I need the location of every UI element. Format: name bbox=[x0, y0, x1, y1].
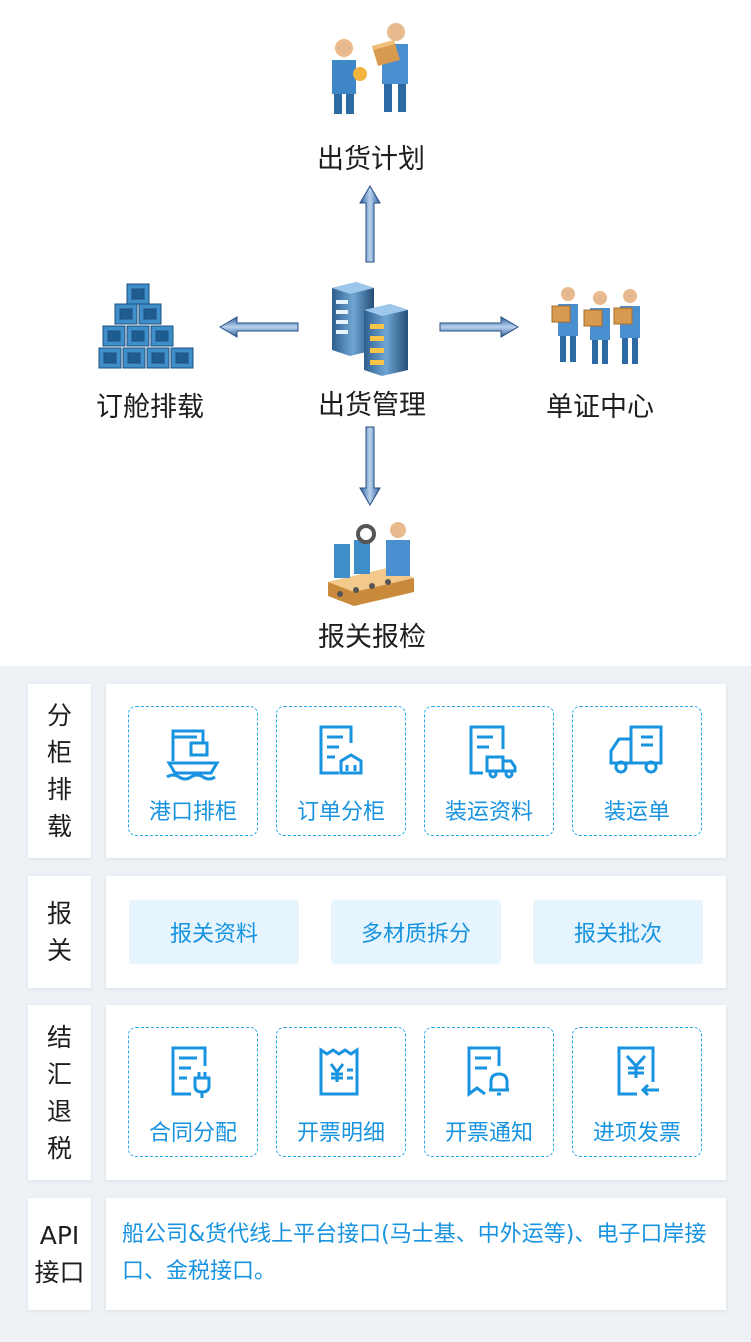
flow-node-left-label: 订舱排载 bbox=[96, 392, 204, 423]
invoice-bell-icon bbox=[467, 1046, 509, 1097]
feature-tile[interactable]: 合同分配 bbox=[128, 1027, 258, 1157]
section-side-label-container: 分柜排载 bbox=[28, 684, 91, 858]
section-side-label: API接口 bbox=[34, 1221, 85, 1287]
flow-node-right-label: 单证中心 bbox=[546, 392, 654, 423]
api-description: 船公司&货代线上平台接口(马士基、中外运等)、电子口岸接口、金税接口。 bbox=[122, 1222, 707, 1284]
feature-tile[interactable]: 装运单 bbox=[572, 706, 702, 836]
section-side-label: 结汇退税 bbox=[46, 1022, 72, 1163]
section-side-label-container: 结汇退税 bbox=[28, 1005, 91, 1180]
flow-node-top-label: 出货计划 bbox=[317, 144, 425, 175]
arrow-left-icon bbox=[219, 316, 299, 338]
section-side-label: 分柜排载 bbox=[46, 701, 72, 841]
feature-tile[interactable]: 港口排柜 bbox=[128, 706, 258, 836]
feature-tile-label: 订单分柜 bbox=[296, 800, 385, 825]
shipping-doc-truck-icon bbox=[469, 725, 517, 779]
feature-tile[interactable]: 开票明细 bbox=[276, 1027, 406, 1157]
container-stack-icon bbox=[98, 283, 194, 369]
arrow-down-icon bbox=[359, 426, 381, 506]
feature-tile-label: 进项发票 bbox=[592, 1121, 681, 1146]
feature-tile[interactable]: 订单分柜 bbox=[276, 706, 406, 836]
feature-tile-label: 合同分配 bbox=[148, 1121, 237, 1146]
server-rack-icon bbox=[332, 282, 408, 376]
section-panel-customs: 报关资料 多材质拆分 报关批次 bbox=[106, 876, 726, 988]
feature-tile-label: 装运单 bbox=[603, 800, 670, 825]
document-workers-icon bbox=[551, 287, 640, 364]
customs-item-pill[interactable]: 多材质拆分 bbox=[331, 900, 501, 964]
flow-node-center-label: 出货管理 bbox=[318, 390, 426, 421]
customs-item-pill[interactable]: 报关批次 bbox=[533, 900, 703, 964]
feature-tile-label: 开票明细 bbox=[296, 1121, 385, 1146]
receipt-yen-icon bbox=[319, 1047, 359, 1096]
delivery-truck-icon bbox=[609, 725, 663, 774]
section-panel-api: 船公司&货代线上平台接口(马士基、中外运等)、电子口岸接口、金税接口。 bbox=[106, 1198, 726, 1310]
flow-node-bottom-label: 报关报检 bbox=[318, 622, 426, 653]
feature-tile[interactable]: 开票通知 bbox=[424, 1027, 554, 1157]
order-container-icon bbox=[319, 725, 363, 775]
section-panel-container-loading: 港口排柜 订单分柜 装运资料 装运单 bbox=[106, 684, 726, 858]
section-side-label-container: 报关 bbox=[28, 876, 91, 988]
contract-plug-icon bbox=[171, 1046, 211, 1098]
arrow-right-icon bbox=[439, 316, 519, 338]
feature-tile-label: 装运资料 bbox=[444, 800, 533, 825]
section-side-label-container: API接口 bbox=[28, 1198, 91, 1310]
assembly-line-icon bbox=[328, 522, 414, 606]
section-panel-settlement: 合同分配 开票明细 开票通知 进项发票 bbox=[106, 1005, 726, 1180]
feature-tile-label: 开票通知 bbox=[444, 1121, 533, 1146]
port-crane-icon bbox=[166, 729, 220, 781]
handover-people-icon bbox=[332, 23, 408, 114]
arrow-up-icon bbox=[359, 185, 381, 263]
section-side-label: 报关 bbox=[46, 899, 72, 965]
yen-invoice-icon bbox=[617, 1046, 659, 1097]
feature-tile[interactable]: 装运资料 bbox=[424, 706, 554, 836]
feature-tile-label: 港口排柜 bbox=[148, 800, 237, 825]
feature-tile[interactable]: 进项发票 bbox=[572, 1027, 702, 1157]
customs-item-pill[interactable]: 报关资料 bbox=[129, 900, 299, 964]
